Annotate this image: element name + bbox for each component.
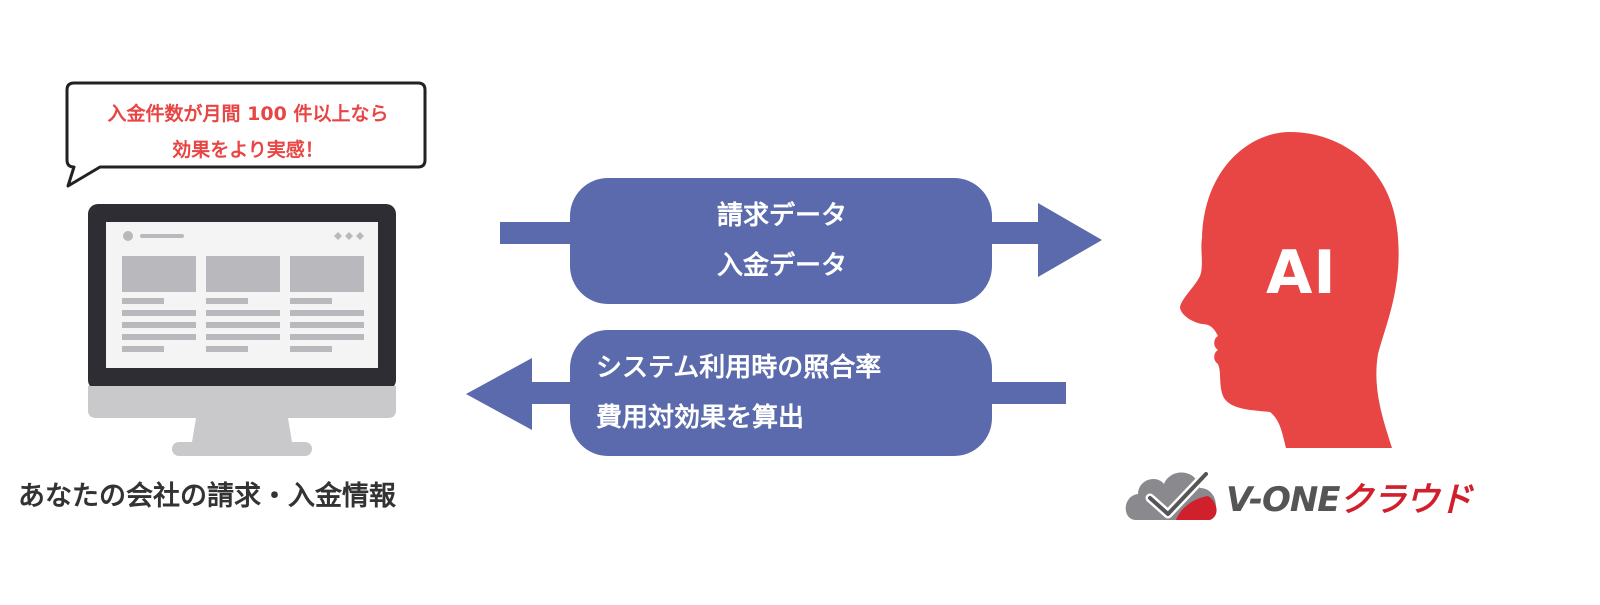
speech-bubble bbox=[65, 81, 427, 188]
flow-arrows bbox=[466, 178, 1102, 456]
desktop-monitor-icon bbox=[88, 204, 396, 456]
logo-text-accent: クラウド bbox=[1339, 480, 1473, 520]
flow-out-line-2: 入金データ bbox=[716, 251, 847, 281]
flow-back-arrowhead bbox=[466, 358, 532, 430]
bubble-text: 入金件数が月間 100 件以上なら 効果をより実感！ bbox=[72, 96, 424, 168]
flow-out-line-1: 請求データ bbox=[716, 201, 847, 231]
flow-back-text: システム利用時の照合率 費用対効果を算出 bbox=[596, 343, 976, 443]
flow-out-pill bbox=[570, 178, 992, 304]
flow-back-line-2: 費用対効果を算出 bbox=[596, 403, 805, 433]
ai-label: AI bbox=[1266, 238, 1337, 308]
company-info-label: あなたの会社の請求・入金情報 bbox=[18, 481, 396, 512]
flow-back-line-1: システム利用時の照合率 bbox=[596, 353, 882, 383]
logo-text-main: V-ONE bbox=[1226, 480, 1341, 520]
bubble-line-2: 効果をより実感！ bbox=[172, 139, 324, 161]
v-one-cloud-logo-text: V-ONEクラウド bbox=[1226, 472, 1473, 521]
bubble-line-1: 入金件数が月間 100 件以上なら bbox=[107, 103, 389, 125]
flow-out-text: 請求データ 入金データ bbox=[572, 191, 992, 291]
flow-out-arrowhead bbox=[1038, 203, 1102, 277]
ai-head-icon bbox=[1180, 132, 1399, 448]
flow-back-pill bbox=[570, 330, 992, 456]
cloud-check-logo-icon bbox=[1125, 469, 1217, 520]
